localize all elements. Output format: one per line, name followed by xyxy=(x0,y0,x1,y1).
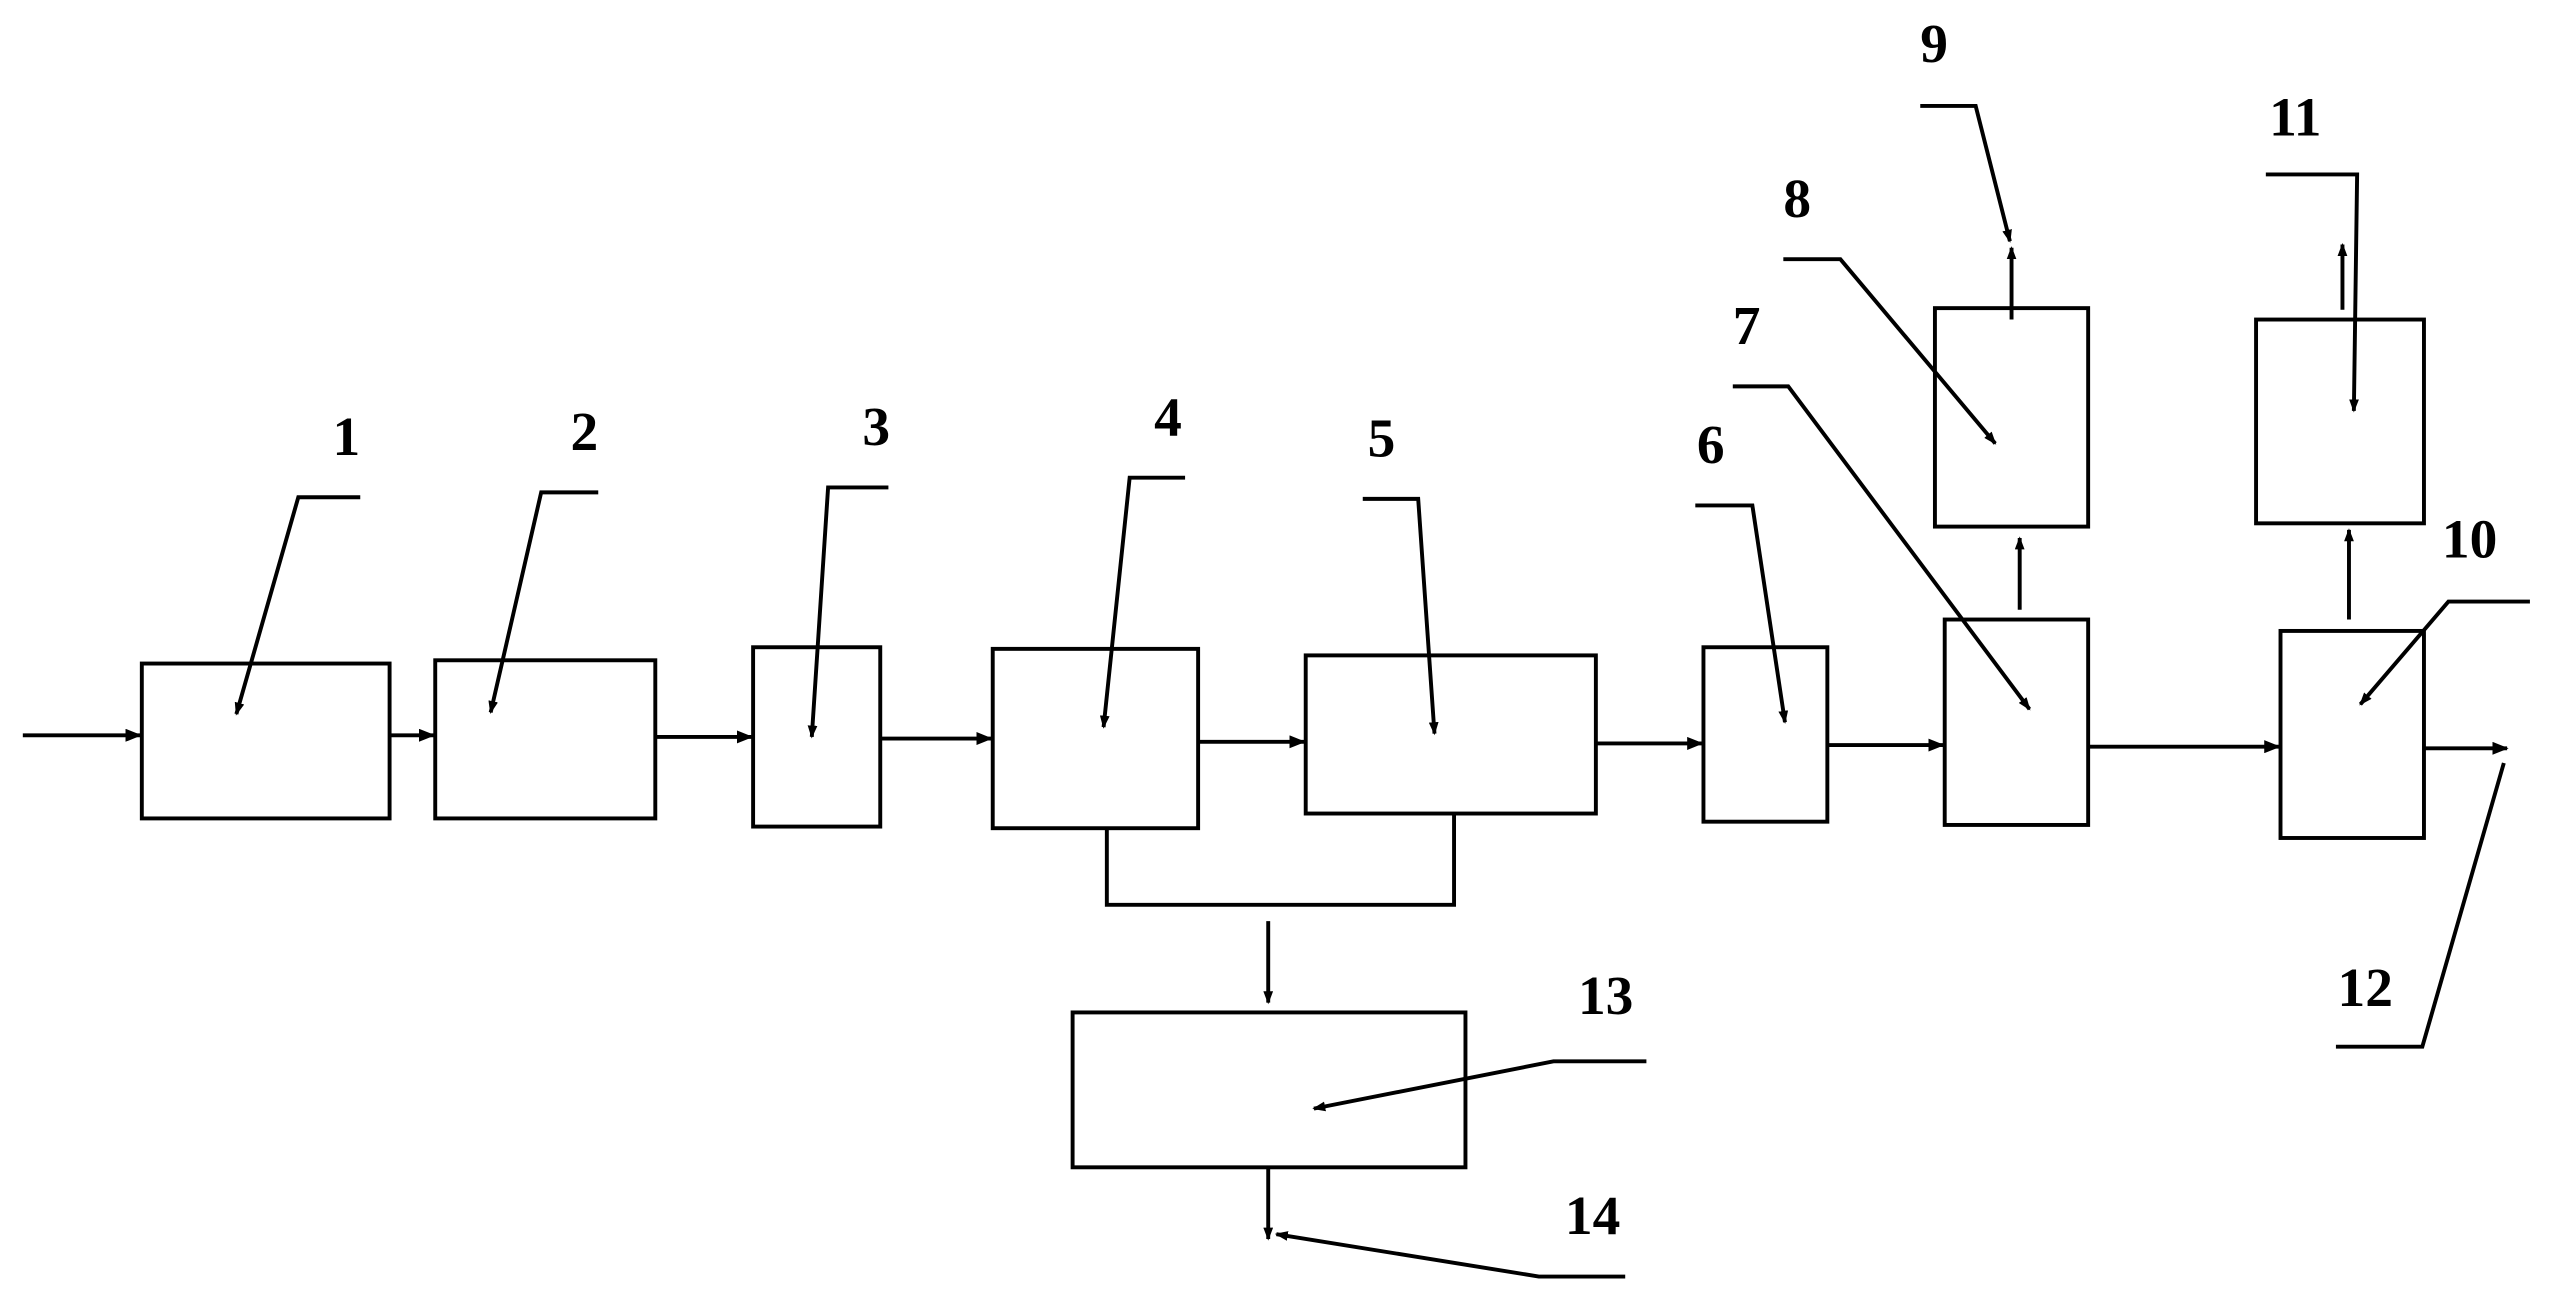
label-12: 12 xyxy=(2338,957,2393,1018)
block-5 xyxy=(1303,653,1598,816)
collector-4-5 xyxy=(1104,813,1457,907)
leader-8 xyxy=(1783,257,1997,445)
leader-1 xyxy=(234,495,361,716)
label-14: 14 xyxy=(1565,1185,1620,1246)
label-3: 3 xyxy=(862,396,890,457)
label-10: 10 xyxy=(2442,509,2497,570)
block-2 xyxy=(433,658,658,821)
label-9: 9 xyxy=(1920,13,1948,74)
leader-4 xyxy=(1099,475,1186,729)
block-11 xyxy=(2254,317,2426,526)
label-2: 2 xyxy=(571,401,599,462)
label-4: 4 xyxy=(1154,386,1182,447)
block-4 xyxy=(990,646,1201,831)
block-13 xyxy=(1070,1010,1468,1170)
label-7: 7 xyxy=(1733,295,1761,356)
leader-5 xyxy=(1362,496,1439,736)
label-1: 1 xyxy=(333,406,361,467)
block-10 xyxy=(2278,628,2426,840)
block-1 xyxy=(139,661,392,821)
label-5: 5 xyxy=(1368,407,1396,468)
leader-9 xyxy=(1920,104,2012,243)
leader-12 xyxy=(2335,762,2506,1049)
leader-2 xyxy=(488,490,599,715)
leader-14 xyxy=(1274,1231,1626,1279)
label-6: 6 xyxy=(1697,414,1725,475)
block-8 xyxy=(1932,306,2091,529)
leader-3 xyxy=(807,485,889,739)
block-6 xyxy=(1701,645,1830,824)
leader-7 xyxy=(1732,384,2032,711)
label-8: 8 xyxy=(1783,168,1811,229)
leader-6 xyxy=(1695,503,1789,724)
leader-13 xyxy=(1312,1059,1647,1112)
leader-10 xyxy=(2358,599,2530,706)
label-13: 13 xyxy=(1578,965,1633,1026)
block-7 xyxy=(1942,617,2091,827)
leader-11 xyxy=(2265,172,2360,413)
label-11: 11 xyxy=(2269,86,2321,147)
